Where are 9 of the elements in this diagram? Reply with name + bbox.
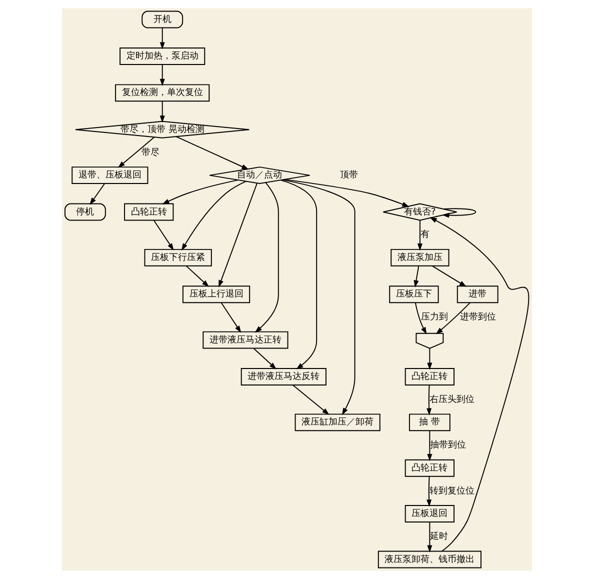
edge-label: 压力到: [420, 312, 448, 323]
edge-label: 延时: [430, 532, 448, 542]
edge-label: 转到复位位: [428, 486, 474, 496]
edge-label: 抽带到位: [430, 440, 466, 451]
edge-label: 右压头到位: [428, 394, 474, 405]
label: 顶带: [339, 170, 358, 181]
edge-label: 进带到位: [459, 312, 496, 323]
edge-label: 带尽: [141, 148, 160, 158]
edge-label: 有: [420, 230, 429, 240]
